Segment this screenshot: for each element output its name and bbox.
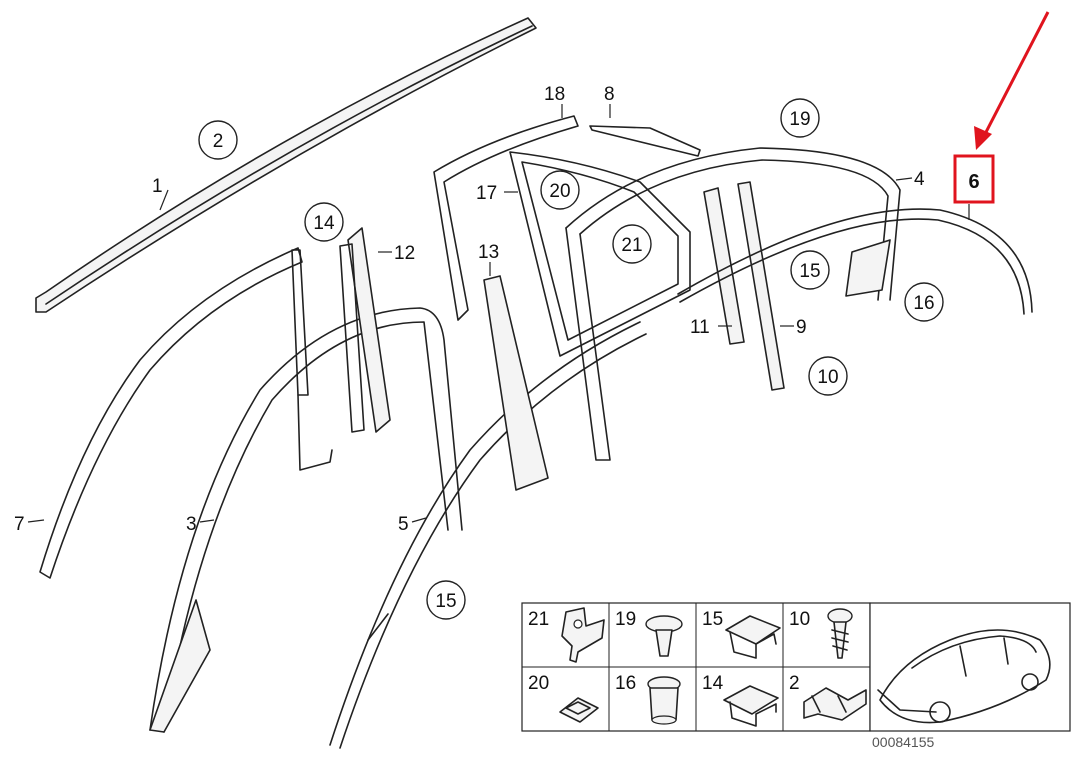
legend-num-20: 20 [528, 673, 549, 694]
part-3-arch [149, 307, 463, 733]
red-arrow [982, 11, 1050, 137]
callout-circle-16: 16 [904, 282, 944, 322]
legend-num-2: 2 [789, 673, 800, 694]
part-5-arch [329, 321, 647, 749]
screw-10-icon [827, 608, 853, 659]
clip-21-icon [561, 607, 605, 663]
callout-5: 5 [398, 514, 409, 535]
svg-text:15: 15 [435, 591, 456, 612]
part-9-11-strips [703, 181, 785, 391]
callout-11: 11 [690, 317, 710, 338]
part-12-strip [339, 227, 391, 433]
plain-callouts: 1 7 3 5 12 13 17 18 8 4 11 9 [14, 84, 925, 535]
callout-circle-21: 21 [612, 224, 652, 264]
callout-6: 6 [968, 171, 979, 193]
callout-circle-15-upper: 15 [790, 250, 830, 290]
callout-8: 8 [604, 84, 615, 105]
svg-text:21: 21 [621, 235, 642, 256]
part-13-strip [483, 275, 549, 491]
callout-18: 18 [544, 84, 565, 105]
clip-15-icon [725, 615, 781, 659]
leader-lines [27, 104, 970, 523]
legend-num-19: 19 [615, 609, 636, 630]
callout-4: 4 [914, 169, 925, 190]
svg-text:20: 20 [549, 181, 570, 202]
callout-3: 3 [186, 514, 197, 535]
part-7-front-frame [39, 247, 333, 579]
part-6-roof-trim [677, 208, 1033, 315]
legend-num-15: 15 [702, 609, 723, 630]
diagram-id: 00084155 [872, 734, 935, 750]
callout-12: 12 [394, 243, 415, 264]
legend-num-14: 14 [702, 673, 724, 694]
highlight-box [953, 154, 995, 204]
pad-20-icon [559, 697, 599, 723]
legend-num-16: 16 [615, 673, 636, 694]
callout-circle-20: 20 [540, 170, 580, 210]
callout-circle-10: 10 [808, 356, 848, 396]
callout-circle-15-lower: 15 [426, 580, 466, 620]
part-1-roof-strip [35, 17, 537, 313]
plug-19-icon [645, 615, 683, 657]
clip-2-icon [803, 687, 867, 721]
svg-text:10: 10 [817, 367, 838, 388]
svg-text:2: 2 [213, 131, 224, 152]
callout-17: 17 [476, 183, 497, 204]
svg-text:19: 19 [789, 109, 810, 130]
part-4-window-frame [565, 147, 901, 461]
highlight-part-6: 6 [953, 11, 1050, 204]
grommet-16-icon [647, 676, 681, 725]
circled-callouts: 2 14 20 21 19 15 16 10 [198, 98, 944, 620]
legend-num-21: 21 [528, 609, 549, 630]
car-reference-icon [877, 629, 1051, 724]
clip-14-icon [723, 685, 779, 727]
callout-13: 13 [478, 242, 499, 263]
svg-text:15: 15 [799, 261, 820, 282]
svg-text:14: 14 [313, 213, 335, 234]
callout-9: 9 [796, 317, 807, 338]
legend-num-10: 10 [789, 609, 810, 630]
callout-circle-19: 19 [780, 98, 820, 138]
red-arrow-head [974, 126, 992, 150]
legend-table: 21 19 15 10 20 16 [521, 602, 1071, 732]
callout-circle-14: 14 [304, 202, 344, 242]
callout-7: 7 [14, 514, 25, 535]
callout-1: 1 [152, 176, 163, 197]
part-17-18-frame [433, 115, 701, 357]
svg-text:16: 16 [913, 293, 934, 314]
callout-circle-2: 2 [198, 120, 238, 160]
